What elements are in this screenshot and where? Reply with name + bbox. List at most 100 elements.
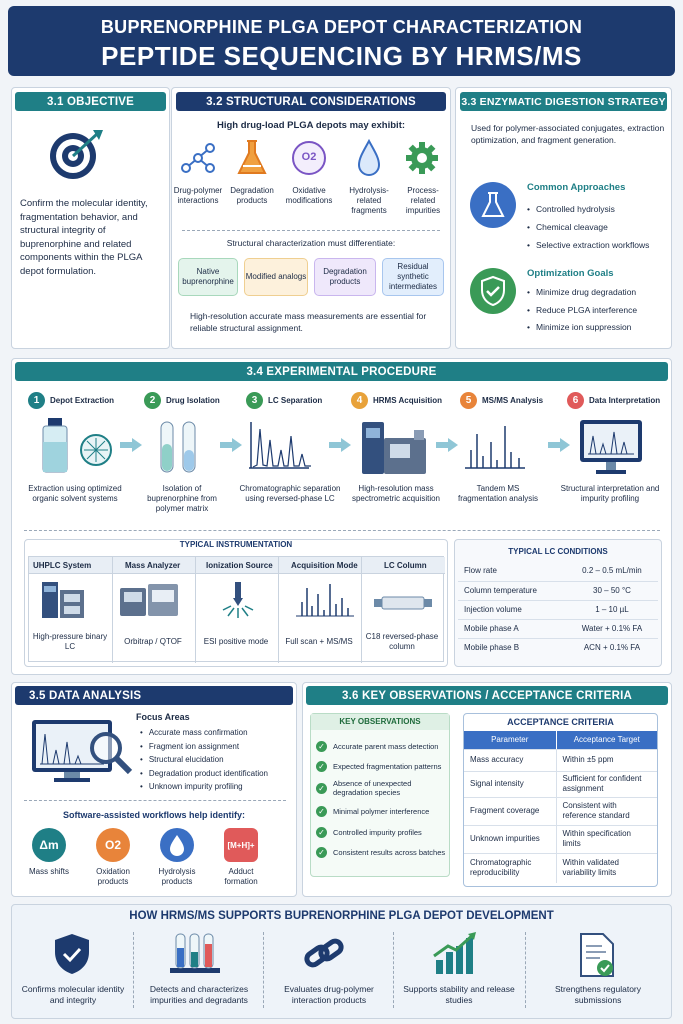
goals-title: Optimization Goals xyxy=(527,268,614,279)
structural-intro: High drug-load PLGA depots may exhibit: xyxy=(216,120,406,131)
lc-value: 30 – 50 °C xyxy=(565,581,658,601)
goals-list: Minimize drug degradation Reduce PLGA in… xyxy=(527,284,667,337)
chain-link-icon xyxy=(304,938,344,968)
step-6-number: 6 xyxy=(567,392,584,409)
monitor-icon xyxy=(580,420,642,474)
focus-title: Focus Areas xyxy=(136,712,190,722)
step-2-number: 2 xyxy=(144,392,161,409)
support-item-1: Confirms molecular identity and integrit… xyxy=(21,984,125,1005)
structural-item-3: Oxidative modifications xyxy=(285,186,333,205)
extraction-bottle-icon xyxy=(42,418,112,473)
flask-icon xyxy=(237,140,267,174)
focus-item: Fragment ion assignment xyxy=(140,740,290,754)
step-4-number: 4 xyxy=(351,392,368,409)
adduct-icon: [M+H]+ xyxy=(224,828,258,862)
structural-item-4: Hydrolysis-related fragments xyxy=(349,186,389,215)
instrument-desc-2: Orbitrap / QTOF xyxy=(124,637,182,646)
structural-item-5: Process-related impurities xyxy=(405,186,441,215)
support-divider-4 xyxy=(525,932,526,1008)
structural-item-1: Drug-polymer interactions xyxy=(173,186,223,205)
step-5-number: 5 xyxy=(460,392,477,409)
support-panel xyxy=(11,904,672,1019)
title-banner: BUPRENORPHINE PLGA DEPOT CHARACTERIZATIO… xyxy=(8,6,675,76)
step-3-name: LC Separation xyxy=(268,396,323,405)
key-observations-list: ✓Accurate parent mass detection ✓Expecte… xyxy=(316,736,448,862)
instrument-desc-4: Full scan + MS/MS xyxy=(285,637,353,646)
software-text: Software-assisted workflows help identif… xyxy=(62,810,246,820)
analysis-header: 3.5 DATA ANALYSIS xyxy=(15,686,293,705)
structural-item-2: Degradation products xyxy=(230,186,274,205)
step-3-desc: Chromatographic separation using reverse… xyxy=(239,484,341,503)
approach-item: Chemical cleavage xyxy=(527,218,667,236)
step-4-name: HRMS Acquisition xyxy=(373,396,443,405)
step-2-desc: Isolation of buprenorphine from polymer … xyxy=(147,484,217,513)
observation-item: ✓Absence of unexpected degradation speci… xyxy=(316,776,448,800)
step-6-desc: Structural interpretation and impurity p… xyxy=(560,484,660,503)
target-icon xyxy=(50,130,103,179)
flow-arrow-1 xyxy=(120,438,142,452)
observation-item: ✓Accurate parent mass detection xyxy=(316,736,448,756)
molecule-icon xyxy=(181,143,215,173)
procedure-header: 3.4 EXPERIMENTAL PROCEDURE xyxy=(15,362,668,381)
oxidation-label: Oxidation products xyxy=(96,867,130,886)
growth-chart-icon xyxy=(433,932,476,974)
instrument-head-2: Mass Analyzer xyxy=(125,561,181,570)
flow-arrow-5 xyxy=(548,438,570,452)
acceptance-head-target: Acceptance Target xyxy=(556,731,657,750)
step-1-desc: Extraction using optimized organic solve… xyxy=(28,484,122,503)
observation-item: ✓Minimal polymer interference xyxy=(316,800,448,822)
oxidation-icon-glyph: O2 xyxy=(301,151,317,163)
instrument-head-5: LC Column xyxy=(384,561,427,570)
lc-value: ACN + 0.1% FA xyxy=(583,642,641,652)
step-1-number: 1 xyxy=(28,392,45,409)
enzymatic-header: 3.3 ENZYMATIC DIGESTION STRATEGY xyxy=(460,92,667,111)
acceptance-header-row: Parameter Acceptance Target xyxy=(464,731,657,750)
check-icon: ✓ xyxy=(316,782,327,794)
check-icon: ✓ xyxy=(316,826,327,838)
vials-icon xyxy=(170,933,220,973)
goal-item: Minimize drug degradation xyxy=(527,284,667,302)
support-divider-3 xyxy=(393,932,394,1008)
lab-flask-icon xyxy=(470,182,516,228)
acceptance-title: ACCEPTANCE CRITERIA xyxy=(507,717,614,727)
lc-conditions-title: TYPICAL LC CONDITIONS xyxy=(508,547,608,556)
lc-row: Mobile phase B ACN + 0.1% FA xyxy=(458,638,658,657)
key-observations-panel xyxy=(310,713,450,877)
approach-item: Selective extraction workflows xyxy=(527,236,667,254)
test-tubes-icon xyxy=(160,421,196,473)
observation-item: ✓Consistent results across batches xyxy=(316,842,448,862)
key-observations-title: KEY OBSERVATIONS xyxy=(311,714,449,730)
support-item-3: Evaluates drug-polymer interaction produ… xyxy=(284,984,374,1005)
structural-note: High-resolution accurate mass measuremen… xyxy=(190,311,427,333)
flow-arrow-3 xyxy=(329,438,351,452)
lc-key: Mobile phase B xyxy=(464,642,520,652)
approaches-title: Common Approaches xyxy=(527,182,626,193)
esi-source-icon xyxy=(222,582,254,618)
step-1-name: Depot Extraction xyxy=(50,396,115,405)
support-item-5: Strengthens regulatory submissions xyxy=(555,984,641,1005)
observations-header: 3.6 KEY OBSERVATIONS / ACCEPTANCE CRITER… xyxy=(306,686,668,705)
enzymatic-intro: Used for polymer-associated conjugates, … xyxy=(471,123,665,145)
pill-native: Native buprenorphine xyxy=(178,258,238,296)
mass-analyzer-icon xyxy=(120,584,178,616)
focus-item: Accurate mass confirmation xyxy=(140,726,290,740)
acceptance-head-parameter: Parameter xyxy=(464,731,557,750)
document-check-icon xyxy=(580,933,614,977)
banner-line1: BUPRENORPHINE PLGA DEPOT CHARACTERIZATIO… xyxy=(100,17,583,37)
lc-key: Injection volume xyxy=(458,600,566,620)
pill-modified: Modified analogs xyxy=(244,258,308,296)
instrument-desc-1: High-pressure binary LC xyxy=(32,632,108,651)
check-icon: ✓ xyxy=(316,760,327,772)
objective-panel xyxy=(11,87,170,349)
ms-spectrum-icon xyxy=(465,426,525,469)
goal-item: Reduce PLGA interference xyxy=(527,302,667,320)
focus-item: Degradation product identification xyxy=(140,767,290,781)
step-5-desc: Tandem MS fragmentation analysis xyxy=(457,484,539,503)
support-title: HOW HRMS/MS SUPPORTS BUPRENORPHINE PLGA … xyxy=(129,910,554,922)
step-2-name: Drug Isolation xyxy=(166,396,220,405)
